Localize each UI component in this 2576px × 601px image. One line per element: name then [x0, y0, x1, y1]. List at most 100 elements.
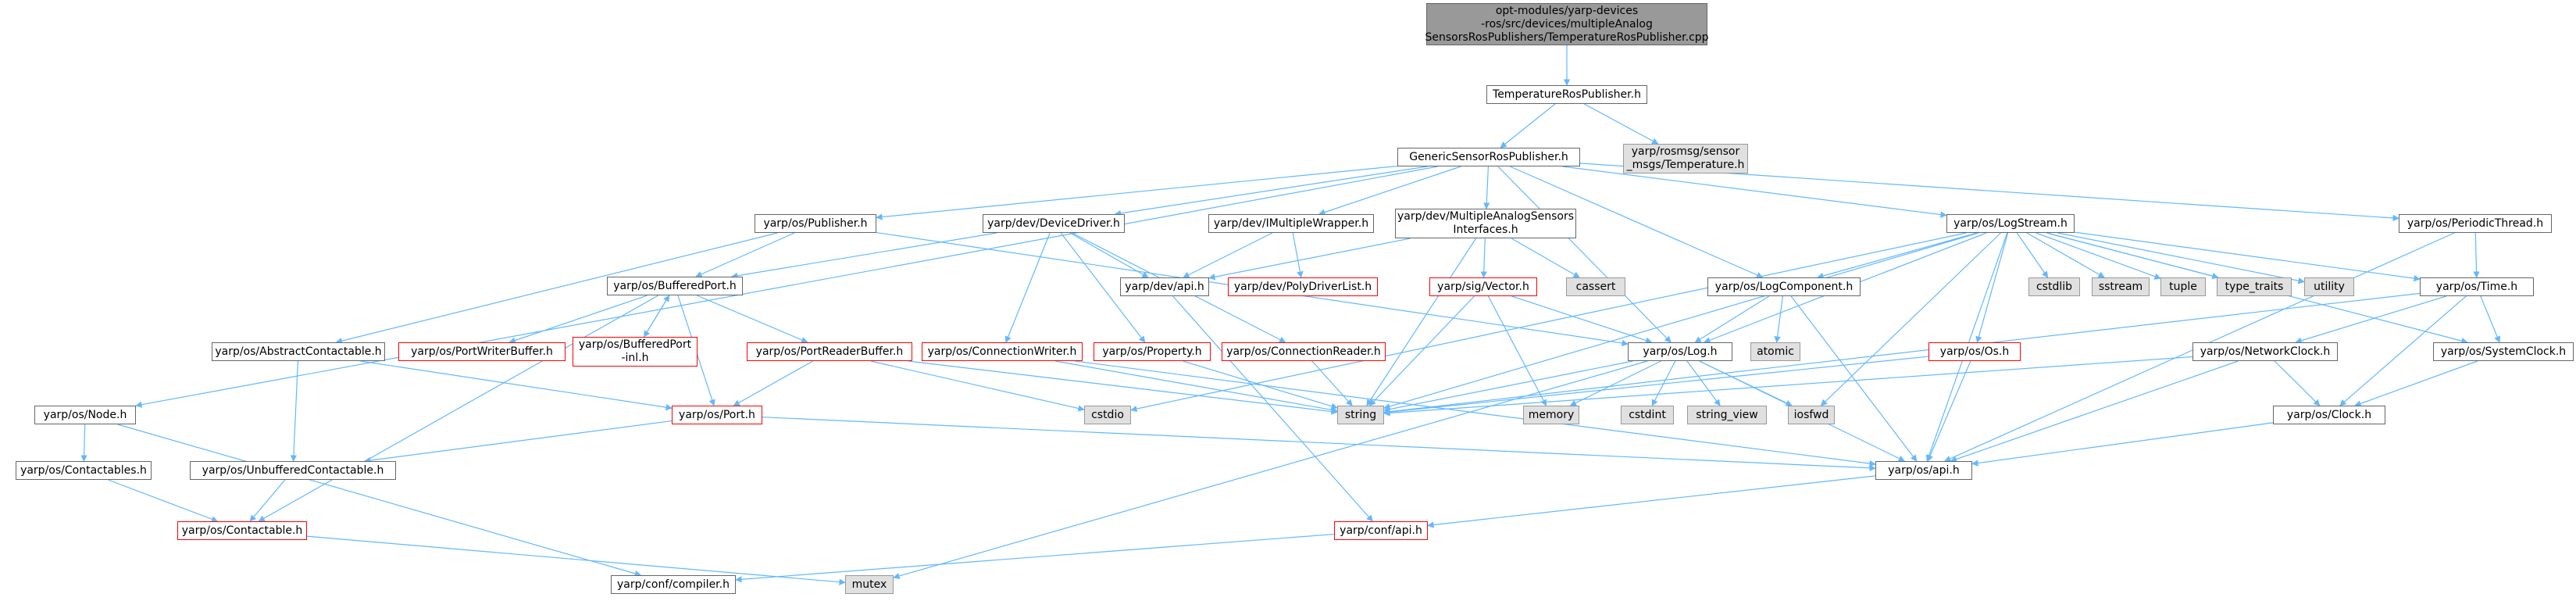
edge-publisher-to-buffered_port: [695, 232, 795, 277]
edge-time-to-network_clock: [2295, 295, 2446, 344]
node-log-h[interactable]: yarp/os/Log.h: [1628, 342, 1732, 361]
edge-buffered_port-to-port_writer_buffer: [508, 295, 648, 344]
edge-port-to-os_api: [762, 417, 1876, 471]
edge-os_api-to-conf_api: [1427, 475, 1876, 528]
edge-port_reader_buffer-to-cstdio: [870, 360, 1085, 412]
edge-log_stream-to-sstream: [2026, 232, 2105, 278]
edge-periodic_thread-to-time: [2473, 232, 2480, 278]
edge-network_clock-to-string: [1383, 356, 2193, 417]
edge-buffered_port-to-port_reader_buffer: [697, 295, 808, 343]
node-port-h[interactable]: yarp/os/Port.h: [672, 406, 762, 424]
node-multiple-analog-sensors-interfaces-h[interactable]: yarp/dev/MultipleAnalogSensors Interface…: [1395, 209, 1576, 238]
node-buffered-port-inl-h[interactable]: yarp/os/BufferedPort -inl.h: [573, 337, 698, 367]
edge-imultiple_wrapper-to-dev_api: [1183, 232, 1273, 278]
edge-port_reader_buffer-to-string: [908, 360, 1338, 415]
edge-generic_sensor_ros_publisher-to-imultiple_wrapper: [1318, 166, 1461, 216]
node-rosmsg-temperature-h: yarp/rosmsg/sensor _msgs/Temperature.h: [1623, 144, 1748, 174]
node-compiler-h[interactable]: yarp/conf/compiler.h: [611, 575, 736, 594]
edge-device_driver-to-connection_writer: [1004, 232, 1051, 343]
node-periodic-thread-h[interactable]: yarp/os/PeriodicThread.h: [2399, 214, 2552, 233]
node-utility: utility: [2304, 277, 2354, 296]
edge-generic_sensor_ros_publisher-to-device_driver: [1114, 166, 1428, 217]
edge-port_reader_buffer-to-port: [733, 360, 813, 406]
node-poly-driver-list-h[interactable]: yarp/dev/PolyDriverList.h: [1228, 277, 1378, 296]
edge-log_stream-to-utility: [2057, 232, 2305, 284]
edge-connection_reader-to-string: [1311, 360, 1353, 406]
edge-log-to-string: [1383, 360, 1633, 413]
edge-multiple_analog_sensors-to-sig_vector: [1480, 238, 1487, 278]
edge-system_clock-to-clock: [2354, 360, 2478, 407]
edge-connection_writer-to-string: [1054, 360, 1338, 413]
node-system-clock-h[interactable]: yarp/os/SystemClock.h: [2433, 342, 2574, 361]
node-buffered-port-h[interactable]: yarp/os/BufferedPort.h: [607, 277, 743, 295]
edge-os_os-to-os_api: [1927, 360, 1971, 462]
edge-log_component-to-log: [1694, 295, 1770, 343]
node-connection-writer-h[interactable]: yarp/os/ConnectionWriter.h: [922, 342, 1083, 361]
edge-conf_api-to-compiler: [735, 533, 1335, 583]
node-os-node-h[interactable]: yarp/os/Node.h: [34, 406, 136, 424]
node-atomic: atomic: [1750, 342, 1800, 361]
node-imultiple-wrapper-h[interactable]: yarp/dev/IMultipleWrapper.h: [1208, 214, 1374, 233]
edge-log_stream-to-tuple: [2035, 232, 2161, 280]
edge-sig_vector-to-memory: [1487, 295, 1547, 406]
node-port-writer-buffer-h[interactable]: yarp/os/PortWriterBuffer.h: [398, 342, 566, 361]
edge-publisher-to-abstract_contactable: [335, 232, 778, 345]
node-string: string: [1337, 406, 1384, 424]
edge-property-to-string: [1183, 360, 1338, 410]
node-dev-api-h[interactable]: yarp/dev/api.h: [1120, 277, 1209, 296]
edge-device_driver-to-dev_api: [1069, 232, 1149, 278]
node-cstdlib: cstdlib: [2028, 277, 2080, 296]
edge-sig_vector-to-string: [1368, 295, 1475, 406]
node-abstract-contactable-h[interactable]: yarp/os/AbstractContactable.h: [212, 342, 385, 361]
node-connection-reader-h[interactable]: yarp/os/ConnectionReader.h: [1222, 342, 1386, 361]
edge-abstract_contactable-to-port: [360, 360, 673, 411]
edge-log_component-to-atomic: [1774, 295, 1784, 343]
node-tuple: tuple: [2160, 277, 2206, 296]
edge-node-to-compiler: [117, 424, 642, 577]
edge-time-to-clock: [2339, 295, 2467, 406]
node-device-driver-h[interactable]: yarp/dev/DeviceDriver.h: [983, 214, 1125, 233]
edge-buffered_port-to-contactable: [258, 295, 659, 522]
edge-os_os-to-string: [1383, 356, 1929, 416]
edge-log-to-mutex: [893, 360, 1648, 580]
node-time-h[interactable]: yarp/os/Time.h: [2420, 277, 2534, 296]
node-os-os-h[interactable]: yarp/os/Os.h: [1928, 342, 2021, 361]
node-network-clock-h[interactable]: yarp/os/NetworkClock.h: [2192, 342, 2338, 361]
edge-device_driver-to-buffered_port: [730, 232, 997, 279]
edge-generic_sensor_ros_publisher-to-log: [1497, 166, 1672, 343]
node-generic-sensor-ros-publisher-h[interactable]: GenericSensorRosPublisher.h: [1397, 148, 1580, 166]
node-property-h[interactable]: yarp/os/Property.h: [1094, 342, 1211, 361]
edge-dev_api-to-conf_api: [1172, 295, 1373, 522]
edge-unbuffered_contactable-to-contactable: [249, 479, 286, 522]
edge-multiple_analog_sensors-to-string: [1366, 238, 1477, 406]
edge-clock-to-os_api: [1971, 422, 2274, 467]
node-conf-api-h[interactable]: yarp/conf/api.h: [1334, 521, 1428, 540]
edge-buffered_port_inl-to-buffered_port: [644, 295, 670, 338]
node-iosfwd: iosfwd: [1788, 406, 1835, 424]
node-memory: memory: [1523, 406, 1579, 424]
node-log-component-h[interactable]: yarp/os/LogComponent.h: [1707, 277, 1861, 296]
node-sig-vector-h[interactable]: yarp/sig/Vector.h: [1429, 277, 1537, 296]
edge-time-to-system_clock: [2480, 295, 2501, 343]
edge-generic_sensor_ros_publisher-to-node: [135, 166, 1438, 408]
node-cassert: cassert: [1566, 277, 1625, 296]
edge-generic_sensor_ros_publisher-to-log_stream: [1562, 166, 1947, 218]
node-log-stream-h[interactable]: yarp/os/LogStream.h: [1946, 214, 2075, 233]
edge-log_stream-to-string: [1383, 232, 1979, 410]
node-port-reader-buffer-h[interactable]: yarp/os/PortReaderBuffer.h: [747, 342, 912, 361]
node-contactable-h[interactable]: yarp/os/Contactable.h: [177, 521, 307, 540]
node-publisher-h[interactable]: yarp/os/Publisher.h: [755, 214, 876, 233]
edge-contactable-to-mutex: [306, 535, 846, 585]
edge-contactables-to-contactable: [108, 479, 219, 523]
edge-sig_vector-to-log: [1511, 295, 1653, 344]
node-contactables-h[interactable]: yarp/os/Contactables.h: [16, 461, 152, 480]
node-clock-h[interactable]: yarp/os/Clock.h: [2273, 406, 2385, 424]
node-os-api-h[interactable]: yarp/os/api.h: [1875, 461, 1972, 480]
edge-multiple_analog_sensors-to-dev_api: [1208, 238, 1411, 281]
edge-temperature_ros_publisher-to-rosmsg_temperature: [1583, 103, 1659, 145]
node-temperature-ros-publisher-h[interactable]: TemperatureRosPublisher.h: [1486, 85, 1647, 104]
node-unbuffered-contactable-h[interactable]: yarp/os/UnbufferedContactable.h: [190, 461, 396, 480]
edge-generic_sensor_ros_publisher-to-multiple_analog_sensors: [1483, 166, 1490, 209]
edge-network_clock-to-os_api: [1950, 360, 2239, 463]
